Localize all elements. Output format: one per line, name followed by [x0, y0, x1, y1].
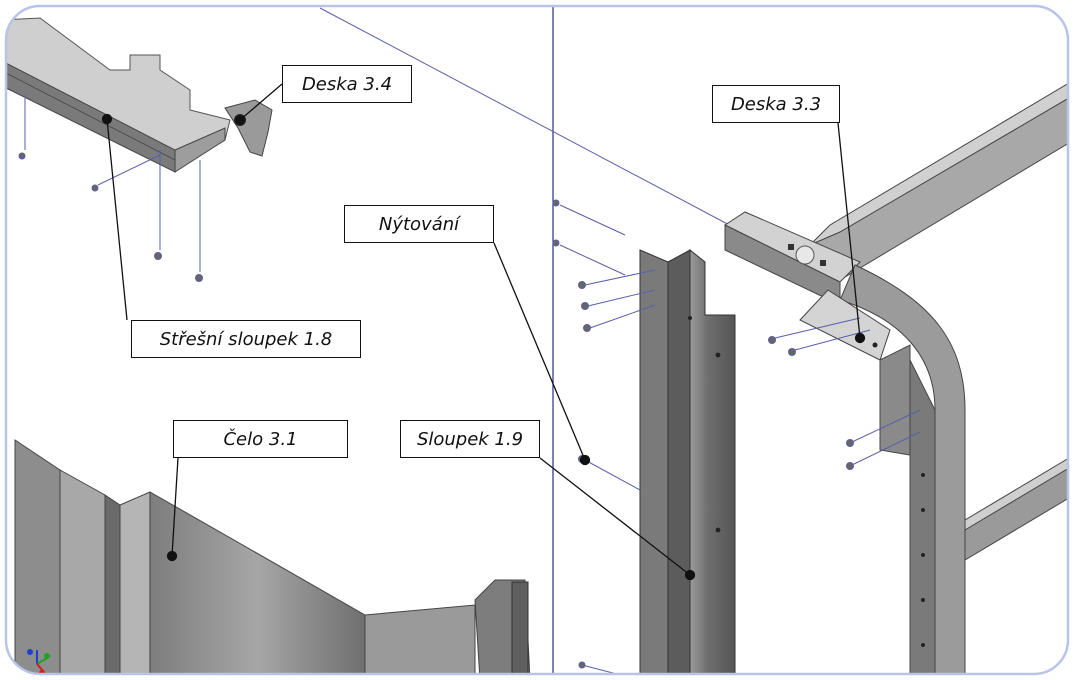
label-nytovani: Nýtování [344, 205, 494, 243]
roof-post-part [6, 17, 231, 173]
rivets-roof [18, 95, 203, 282]
rivets-post [552, 199, 656, 674]
label-deska-3-3: Deska 3.3 [712, 85, 840, 123]
frame-part [723, 79, 1068, 674]
post-1-9-part [639, 248, 736, 674]
front-panel-part [14, 439, 531, 674]
callout-leaders [101, 83, 866, 581]
rivets-frame [768, 317, 921, 470]
axis-line [319, 7, 736, 229]
label-sloupek: Sloupek 1.9 [400, 420, 540, 458]
label-stresni-sloupek: Střešní sloupek 1.8 [131, 320, 361, 358]
label-celo: Čelo 3.1 [173, 420, 348, 458]
plate-3-3-part [799, 289, 911, 456]
label-deska-3-4: Deska 3.4 [282, 65, 412, 103]
